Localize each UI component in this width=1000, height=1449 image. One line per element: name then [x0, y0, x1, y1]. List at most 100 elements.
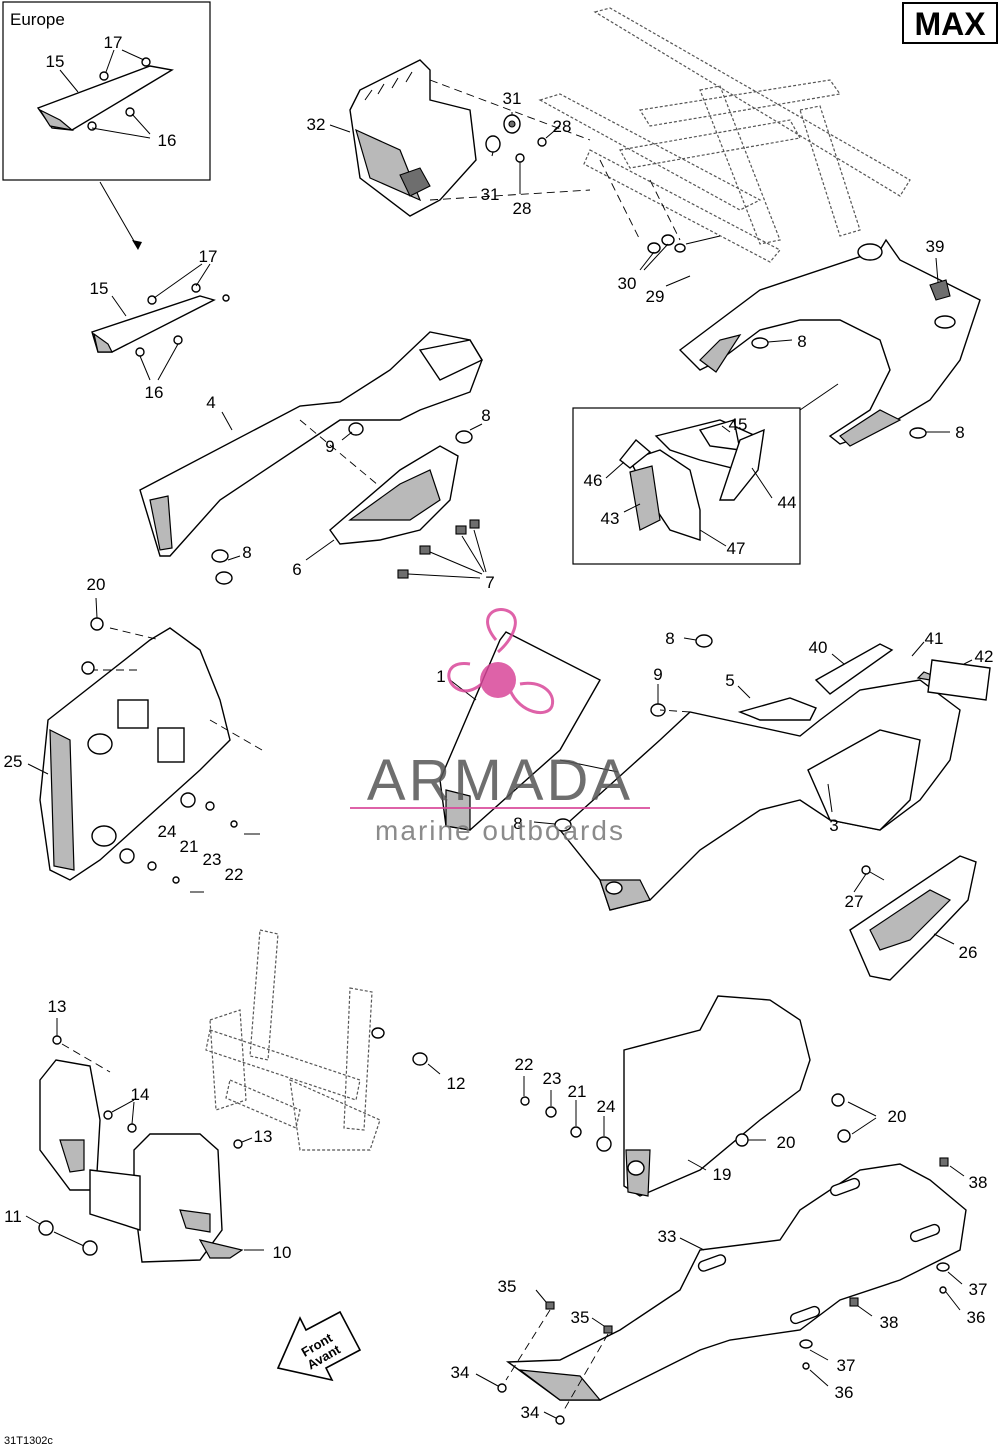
watermark-brand: ARMADA: [367, 748, 633, 813]
callout-17: 17: [199, 247, 218, 266]
callout-24: 24: [597, 1097, 616, 1116]
rear-frame-reference: [538, 7, 911, 263]
europe-label: Europe: [10, 10, 65, 29]
callout-14: 14: [131, 1085, 150, 1104]
callout-28: 28: [513, 199, 532, 218]
callout-21: 21: [568, 1082, 587, 1101]
front-bumper-cover: [39, 1059, 264, 1263]
callout-35: 35: [498, 1277, 517, 1296]
callout-28: 28: [553, 117, 572, 136]
callout-43: 43: [601, 509, 620, 528]
callout-16: 16: [158, 131, 177, 150]
watermark-color-hub: [480, 662, 516, 698]
callout-1: 1: [436, 667, 445, 686]
callout-20: 20: [777, 1133, 796, 1152]
callout-20: 20: [87, 575, 106, 594]
model-badge: MAX: [902, 2, 998, 44]
rear-storage-box: [329, 59, 591, 217]
callout-40: 40: [809, 638, 828, 657]
callout-34: 34: [451, 1363, 470, 1382]
rear-fender: [678, 238, 981, 447]
callout-33: 33: [658, 1227, 677, 1246]
side-panel-upper: [139, 331, 483, 585]
callout-10: 10: [273, 1243, 292, 1262]
callout-37: 37: [969, 1280, 988, 1299]
callout-5: 5: [725, 671, 734, 690]
callout-labels: 1517161715163231283128302939884898674546…: [4, 33, 994, 1422]
callout-36: 36: [835, 1383, 854, 1402]
callout-34: 34: [521, 1403, 540, 1422]
hardware-12-13-14: [52, 1018, 441, 1149]
callout-8: 8: [242, 543, 251, 562]
callout-17: 17: [104, 33, 123, 52]
callout-9: 9: [325, 437, 334, 456]
hardware-20-24: [81, 597, 260, 893]
small-cover-26: [849, 855, 977, 981]
bolts-11: [25, 1215, 98, 1256]
callout-19: 19: [713, 1165, 732, 1184]
callout-12: 12: [447, 1074, 466, 1093]
callout-30: 30: [618, 274, 637, 293]
callout-25: 25: [4, 752, 23, 771]
callout-20: 20: [888, 1107, 907, 1126]
callout-21: 21: [180, 837, 199, 856]
callout-11: 11: [4, 1207, 22, 1226]
callout-42: 42: [975, 647, 994, 666]
washers-31-28: [485, 112, 561, 194]
callout-29: 29: [646, 287, 665, 306]
callout-23: 23: [203, 850, 222, 869]
callout-31: 31: [481, 185, 500, 204]
callout-24: 24: [158, 822, 177, 841]
callout-31: 31: [503, 89, 522, 108]
callout-15: 15: [90, 279, 109, 298]
callout-16: 16: [145, 383, 164, 402]
callout-7: 7: [485, 573, 494, 592]
callout-47: 47: [727, 539, 746, 558]
footboard: [475, 1157, 967, 1425]
callout-13: 13: [48, 997, 67, 1016]
detail-inset-43-47: [572, 407, 801, 565]
right-support-bracket: [520, 995, 877, 1197]
propeller-logo: [447, 608, 555, 715]
footrest-tray: [305, 422, 459, 561]
bolt-29-washers-30: [639, 234, 721, 287]
callout-8: 8: [513, 814, 522, 833]
callout-22: 22: [225, 865, 244, 884]
figure-code: 31T1302c: [4, 1435, 53, 1447]
watermark-tagline: marine outboards: [375, 815, 625, 846]
left-support-bracket: [27, 627, 263, 881]
callout-32: 32: [307, 115, 326, 134]
front-frame-reference: [205, 929, 381, 1151]
callout-8: 8: [665, 629, 674, 648]
callout-6: 6: [292, 560, 301, 579]
watermark-color-stroke-a: [486, 608, 517, 654]
callout-3: 3: [829, 816, 838, 835]
callout-27: 27: [845, 892, 864, 911]
front-direction-arrow: Front Avant: [276, 1310, 362, 1382]
callout-39: 39: [926, 237, 945, 256]
callout-15: 15: [46, 52, 65, 71]
model-badge-text: MAX: [914, 6, 986, 42]
callout-26: 26: [959, 943, 978, 962]
clips-7: [397, 519, 487, 579]
armada-watermark: ARMADA marine outboards: [350, 608, 650, 846]
callout-8: 8: [797, 332, 806, 351]
callout-8: 8: [955, 423, 964, 442]
callout-23: 23: [543, 1069, 562, 1088]
callout-46: 46: [584, 471, 603, 490]
side-panel-lower: [533, 634, 991, 911]
callout-13: 13: [254, 1127, 273, 1146]
rear-rack-trim-eu: [91, 263, 230, 381]
callout-44: 44: [778, 493, 797, 512]
callout-41: 41: [925, 629, 944, 648]
callout-38: 38: [880, 1313, 899, 1332]
callout-4: 4: [206, 393, 215, 412]
callout-8: 8: [481, 406, 490, 425]
callout-9: 9: [653, 665, 662, 684]
callout-35: 35: [571, 1308, 590, 1327]
callout-22: 22: [515, 1055, 534, 1074]
callout-38: 38: [969, 1173, 988, 1192]
callout-45: 45: [729, 415, 748, 434]
watermark-color-stroke-c: [508, 681, 555, 715]
